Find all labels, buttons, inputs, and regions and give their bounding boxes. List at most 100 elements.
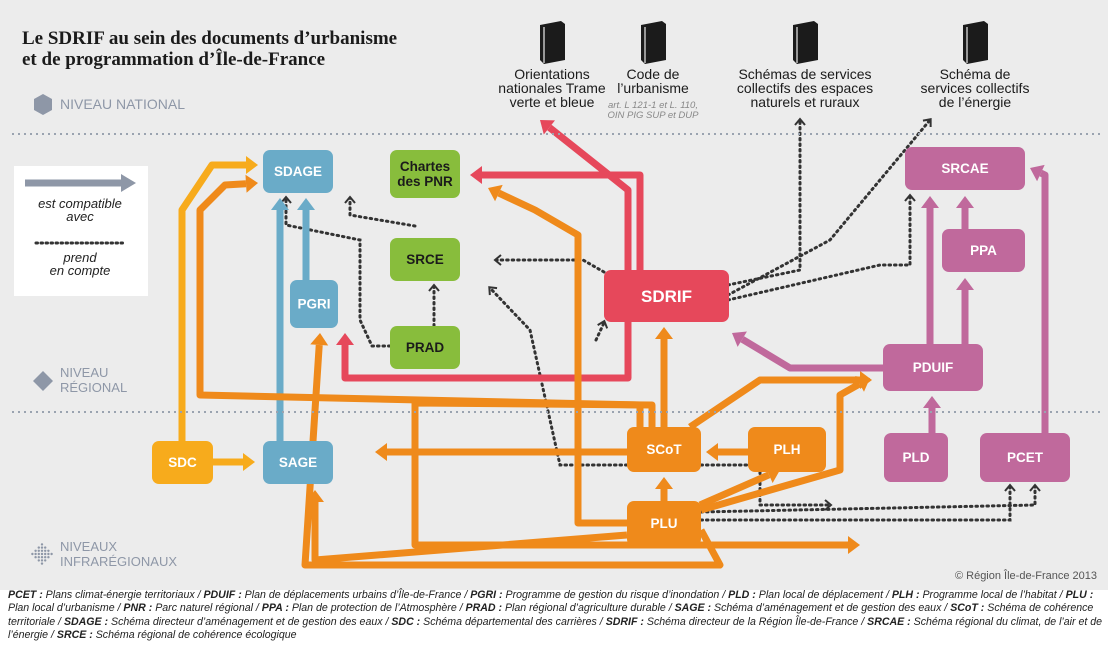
arrow-pgri-sdage-head: [297, 198, 315, 210]
node-sdc: SDC: [152, 441, 213, 484]
dot: [34, 552, 37, 556]
node-pnr-label: des PNR: [397, 174, 453, 189]
national-doc-label: verte et bleue: [510, 94, 595, 110]
dot: [37, 552, 40, 556]
arrow-scot-misc-head: [848, 536, 860, 554]
arrow-sdc-sdage-head: [246, 156, 258, 174]
key-compatible-label: avec: [66, 209, 94, 224]
abbr-definition: Plan local de déplacement /: [755, 589, 892, 601]
arrow-pcet-srcae-head: [1030, 164, 1045, 182]
node-pduif-label: PDUIF: [913, 360, 954, 375]
node-plh-label: PLH: [774, 442, 801, 457]
national-doc-label: Code de: [627, 66, 680, 82]
abbr-definition: Schéma départemental des carrières /: [420, 615, 606, 628]
arrow-plu-pnr: [497, 189, 627, 527]
abbr-term: PRAD :: [465, 602, 503, 615]
arrow-sdrif-pgri: [341, 322, 632, 382]
level-infra-label: INFRARÉGIONAUX: [60, 554, 177, 569]
arrow-sdc-sdage: [178, 161, 246, 441]
node-sage: SAGE: [263, 441, 333, 484]
dotted-diamond-icon: [31, 543, 53, 565]
arrow-scot-pduif: [688, 376, 860, 430]
arrow-sdrif-pnr: [482, 171, 644, 270]
node-pld: PLD: [884, 433, 948, 482]
dotted-sdrif-energie: [726, 118, 932, 297]
arrow-plu-pduif: [700, 380, 862, 514]
node-plh-box: [748, 427, 826, 472]
abbr-term: PGRI :: [470, 589, 503, 601]
node-plu-box: [627, 501, 701, 546]
book-cover: [540, 21, 565, 64]
abbr-definition: Programme de gestion du risque d’inondat…: [502, 589, 729, 601]
arrow-pduif-sdrif-head: [732, 331, 747, 347]
national-doc-sublabel: OIN PIG SUP et DUP: [608, 110, 700, 121]
dotted-prad-sdage: [280, 195, 392, 348]
arrow-plu-sage: [311, 502, 628, 564]
dot: [40, 559, 44, 562]
national-doc-sublabel: art. L 121-1 et L. 110,: [608, 100, 698, 111]
arrow-plh-scot-head: [706, 443, 718, 461]
node-ppa: PPA: [942, 229, 1025, 272]
abbr-term: SCoT :: [950, 602, 985, 615]
dot: [50, 552, 53, 556]
level-regional-label: RÉGIONAL: [60, 380, 127, 395]
dot: [34, 549, 37, 552]
abbreviation-legend: PCET : Plans climat-énergie territoriaux…: [8, 589, 1103, 643]
node-pgri-box: [290, 280, 338, 328]
national-doc-label: de l’énergie: [939, 94, 1012, 110]
arrow-pduif-ppa-head: [956, 278, 974, 290]
dot: [44, 559, 47, 562]
abbr-definition: Schéma directeur d’aménagement et de ges…: [108, 615, 392, 628]
arrow-plu-plh: [698, 471, 771, 509]
abbr-definition: Parc naturel régional /: [152, 602, 262, 615]
node-pduif-box: [883, 344, 983, 391]
arrow-scot-sdage-head: [245, 174, 258, 193]
node-srcae-label: SRCAE: [941, 161, 988, 176]
book-icon: [540, 21, 565, 64]
node-srcae-box: [905, 147, 1025, 190]
dot: [47, 556, 50, 559]
key-prend-label: en compte: [50, 263, 111, 278]
dot: [44, 549, 47, 552]
node-pld-label: PLD: [903, 450, 930, 465]
node-pld-box: [884, 433, 948, 482]
dot: [37, 549, 40, 552]
national-doc-label: nationales Trame: [498, 80, 606, 96]
dot: [44, 546, 47, 549]
dot: [44, 552, 47, 556]
node-pnr-box: [390, 150, 460, 198]
abbr-term: PLU :: [1065, 589, 1094, 601]
dotted-srce-sdage: [344, 195, 417, 228]
book-icon: [641, 21, 666, 64]
node-srce: SRCE: [390, 238, 460, 281]
node-scot: SCoT: [627, 427, 701, 472]
node-sdrif-label: SDRIF: [641, 287, 692, 306]
node-sdrif-box: [604, 270, 729, 322]
dot: [44, 556, 47, 559]
key-solid-arrowhead: [121, 174, 136, 192]
node-plu: PLU: [627, 501, 701, 546]
arrow-plu-pnr-head: [488, 184, 503, 202]
national-doc-label: Schémas de services: [738, 66, 871, 82]
node-sdage-box: [263, 150, 333, 193]
abbr-term: SDAGE :: [63, 615, 109, 628]
dotted-scot-srce: [488, 286, 629, 467]
node-sdc-box: [152, 441, 213, 484]
level-national-label: NIVEAU NATIONAL: [60, 96, 185, 112]
dotted-plu-pcet2: [699, 483, 1041, 514]
arrow-pduif-sdrif: [740, 336, 883, 372]
national-doc-label: l’urbanisme: [617, 80, 689, 96]
node-ppa-label: PPA: [970, 243, 997, 258]
dot: [37, 559, 40, 562]
dotted-scot-misc: [699, 463, 833, 511]
arrow-sage-sdage-head: [271, 198, 289, 210]
dot: [31, 552, 34, 556]
book-cover: [793, 21, 818, 64]
diamond-icon: [33, 371, 53, 391]
dot: [40, 543, 44, 546]
arrow-pcet-srcae: [1039, 169, 1049, 433]
arrow-ppa-srcae-head: [956, 196, 974, 208]
abbr-definition: Schéma de cohérence territoriale /: [8, 602, 1094, 628]
